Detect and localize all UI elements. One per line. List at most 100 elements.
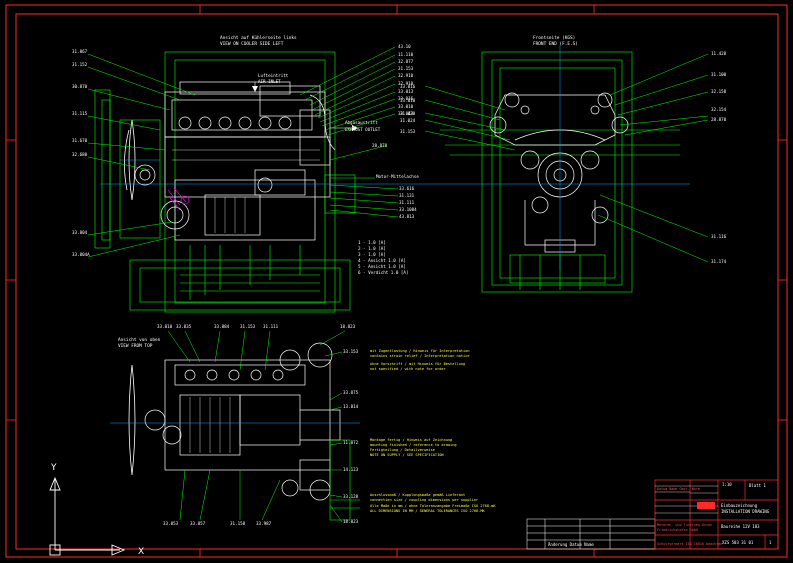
top-label-right: 33.128 bbox=[343, 494, 359, 499]
side-legend-item: 4 - Ansicht 1.0 [A] bbox=[358, 258, 406, 263]
side-label-right: 43.10 bbox=[398, 44, 411, 49]
side-leaders-lower-right bbox=[329, 177, 399, 218]
side-label-right: 11.110 bbox=[398, 52, 414, 57]
top-label-right: 18.823 bbox=[343, 519, 359, 524]
front-labels-right: 11.428 31.100 32.158 32.154 28.870 31.11… bbox=[711, 51, 727, 264]
title-block-frame bbox=[654, 479, 779, 550]
side-label-left: 31.152 bbox=[72, 62, 88, 67]
note-line: not specified / with note for order bbox=[370, 367, 447, 371]
top-fan bbox=[128, 364, 136, 476]
side-legend: 1 - 1.0 [A] 2 - 1.0 [A] 3 - 1.0 [A] 4 - … bbox=[358, 240, 408, 275]
top-label-top: 33.884 bbox=[214, 324, 230, 329]
side-label-left: 30.870 bbox=[72, 84, 88, 89]
top-notes-mid: Montage fertig / Hinweis auf Zeichnung m… bbox=[370, 438, 457, 457]
top-labels-top: 33.810 33.835 33.884 31.153 31.111 18.82… bbox=[157, 324, 356, 329]
air-inlet-callout: Lufteintritt AIR INLET bbox=[252, 73, 289, 92]
sheet-number: 1 bbox=[769, 540, 772, 545]
side-legend-item: 1 - 1.0 [A] bbox=[358, 240, 386, 245]
side-label-right: 31.153 bbox=[398, 66, 414, 71]
front-label-right: 28.870 bbox=[711, 117, 727, 122]
top-label-top: 33.810 bbox=[157, 324, 173, 329]
front-label-left: 31.153 bbox=[400, 129, 416, 134]
side-engine-body bbox=[134, 81, 336, 241]
side-label-lower-right: 31.111 bbox=[399, 200, 415, 205]
side-labels-left: 31.867 31.152 30.870 31.115 31.670 32.68… bbox=[72, 49, 90, 257]
revision-header: Änderung Datum Name bbox=[548, 542, 594, 547]
side-legend-item: 5 - Ansicht 1.0 [A] bbox=[358, 264, 406, 269]
side-label-right: 32.877 bbox=[398, 59, 414, 64]
top-dimension-frames bbox=[329, 439, 360, 521]
ucs-x-label: X bbox=[138, 547, 144, 557]
side-label-lower-right: 31.131 bbox=[399, 193, 415, 198]
note-line: contains strain relief / Interpretation … bbox=[370, 354, 470, 358]
front-label-left: 33.010 bbox=[400, 98, 416, 103]
top-view-title: Ansicht von oben bbox=[118, 337, 161, 343]
side-view-subtitle: VIEW ON COOLER SIDE LEFT bbox=[220, 41, 284, 47]
scale-label: 1:10 bbox=[722, 482, 732, 487]
top-label-right: 14.123 bbox=[343, 467, 359, 472]
side-label-right: 33.043 bbox=[398, 111, 414, 116]
note-line: Fertigteilung / Detailverweise bbox=[370, 448, 435, 452]
side-label-left: 33.804A bbox=[72, 252, 90, 257]
title-block: Änderung Datum Name 1:10 Blatt 1 Datum N… bbox=[526, 479, 779, 550]
top-view-subtitle: VIEW FROM TOP bbox=[118, 343, 153, 349]
front-leaders-left bbox=[424, 85, 516, 151]
side-leaders-right bbox=[299, 46, 396, 161]
exhaust-label-en: EXHAUST OUTLET bbox=[345, 127, 381, 132]
note-line: ohne Vorschrift / mit Hinweis für Bestel… bbox=[370, 362, 465, 366]
side-legend-item: 6 - Verdicht 1.0 [A] bbox=[358, 270, 408, 275]
side-label-left: 32.680 bbox=[72, 152, 88, 157]
side-label-left: 31.670 bbox=[72, 138, 88, 143]
sheet-label: Blatt 1 bbox=[749, 483, 766, 488]
top-engine-body bbox=[144, 342, 341, 501]
side-label-right: 33.016 bbox=[398, 96, 414, 101]
exhaust-callout: Abgasaustritt EXHAUST OUTLET bbox=[330, 120, 381, 132]
side-label-left: 31.115 bbox=[72, 111, 88, 116]
front-label-right: 32.158 bbox=[711, 89, 727, 94]
side-labels-lower-right: 33.616 31.131 31.111 33.1004 43.813 Moto… bbox=[376, 174, 419, 219]
top-label-top: 31.111 bbox=[263, 324, 279, 329]
side-legend-item: 2 - 1.0 [A] bbox=[358, 246, 386, 251]
side-label-right: 28.870 bbox=[372, 143, 388, 148]
front-engine-body bbox=[489, 92, 629, 253]
top-label-right: 11.872 bbox=[343, 440, 359, 445]
top-notes-upper: mit Zugentlastung / Hinweis für Interpre… bbox=[370, 349, 470, 371]
side-label-left: 33.804 bbox=[72, 230, 88, 235]
drawing-subtitle: INSTALLATION DRAWING bbox=[721, 509, 770, 514]
front-dimension-frames bbox=[440, 51, 680, 293]
side-label-lower-right: 33.1004 bbox=[399, 207, 417, 212]
company-row2: Friedrichshafen GmbH bbox=[657, 528, 698, 532]
note-line: ALL DIMENSIONS IN MM / GENERAL TOLERANCE… bbox=[370, 509, 486, 513]
side-leaders-left bbox=[87, 53, 196, 258]
side-view-title: Ansicht auf Kühlerseite links bbox=[220, 35, 297, 41]
front-view-subtitle: FRONT END (F.E.S) bbox=[533, 41, 578, 47]
ucs-y-label: Y bbox=[50, 463, 57, 473]
company-logo bbox=[697, 502, 715, 509]
top-label-top: 33.835 bbox=[176, 324, 192, 329]
drawing-number: XZS 503 31 01 bbox=[722, 540, 754, 545]
top-label-bottom: 31.158 bbox=[230, 521, 246, 526]
front-label-right: 11.428 bbox=[711, 51, 727, 56]
company-row1: Motoren- und Turbinen-Union bbox=[657, 523, 712, 527]
sheet-frame bbox=[5, 4, 788, 558]
side-label-right: 32.910 bbox=[398, 81, 414, 86]
front-view: Frontseite (KGS) FRONT END (F.E.S) bbox=[400, 35, 727, 293]
side-labels-right: 43.10 11.110 32.877 31.153 32.910 32.910… bbox=[372, 44, 414, 148]
approval-text: Datum Name Gepr. Norm bbox=[657, 487, 700, 491]
front-label-left: 31.024 bbox=[400, 118, 416, 123]
side-label-lower-right: 43.813 bbox=[399, 214, 415, 219]
top-label-bottom: 33.857 bbox=[190, 521, 206, 526]
front-label-left: 31.020 bbox=[400, 111, 416, 116]
top-label-right: 13.814 bbox=[343, 404, 359, 409]
front-label-right: 31.174 bbox=[711, 259, 727, 264]
top-label-top: 31.153 bbox=[240, 324, 256, 329]
top-notes-lower: Anschlussmaß / Kupplungsmaße gemäß Liefe… bbox=[370, 493, 496, 513]
top-label-bottom: 33.053 bbox=[163, 521, 179, 526]
ucs-icon: Y X bbox=[49, 463, 144, 557]
note-line: Anschlussmaß / Kupplungsmaße gemäß Liefe… bbox=[370, 493, 465, 497]
side-label-lower-right: 33.616 bbox=[399, 186, 415, 191]
side-label-right: 33.010 bbox=[398, 104, 414, 109]
side-label-right: 32.910 bbox=[398, 73, 414, 78]
